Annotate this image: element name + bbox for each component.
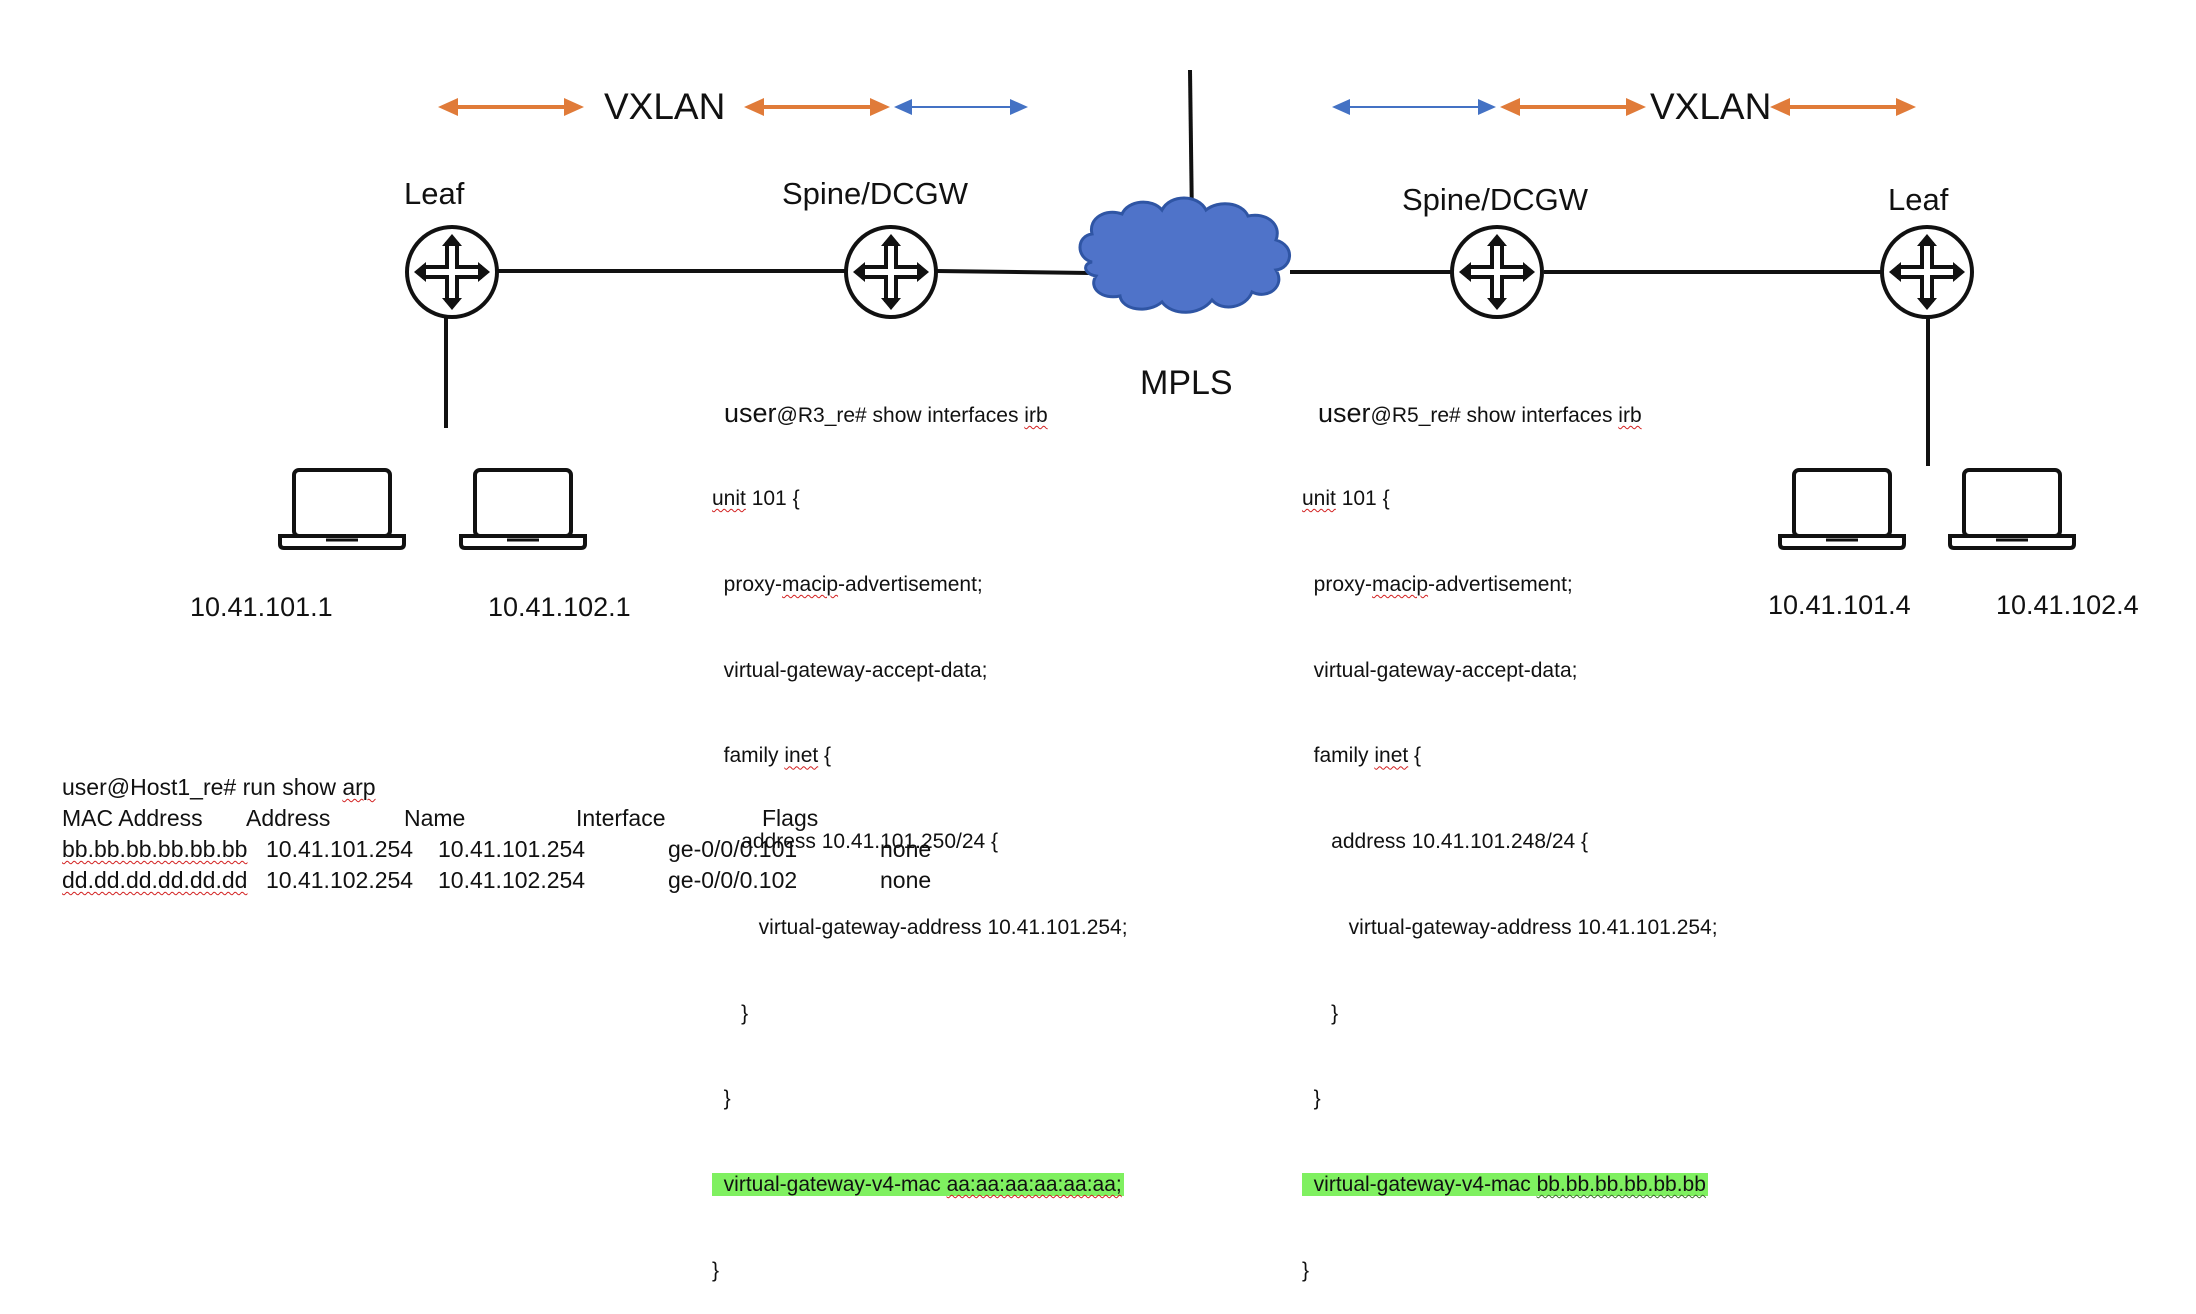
config-line: -advertisement;	[838, 572, 983, 596]
cli-command-irb: irb	[1618, 404, 1642, 428]
host-ip: 10.41.102.1	[488, 592, 631, 622]
host-ip: 10.41.101.1	[190, 592, 333, 622]
vxlan-label-right: VXLAN	[1650, 86, 1772, 127]
arp-cell-mac: bb.bb.bb.bb.bb.bb	[62, 836, 248, 862]
config-line: virtual-gateway-accept-data;	[1302, 658, 1578, 682]
mpls-label: MPLS	[1140, 364, 1233, 402]
config-line: address 10.41.101.248/24 {	[1302, 830, 1589, 854]
config-unit-keyword: unit	[712, 486, 746, 510]
spine-label-left: Spine/DCGW	[782, 176, 969, 211]
links	[444, 69, 1930, 466]
arp-cell-address: 10.41.102.254	[266, 867, 414, 893]
vxlan-label-left: VXLAN	[604, 86, 726, 127]
spine-label-right: Spine/DCGW	[1402, 182, 1589, 217]
arp-header: Name	[404, 805, 466, 831]
config-line: }	[1302, 1001, 1339, 1025]
config-line: proxy-	[712, 572, 783, 596]
arp-cell-address: 10.41.101.254	[266, 836, 414, 862]
config-word-inet: inet	[784, 744, 819, 768]
cli-prompt: @R5_re# show interfaces	[1370, 404, 1619, 428]
config-line: }	[712, 1001, 749, 1025]
router-icon	[405, 225, 499, 319]
config-word-macip: macip	[1372, 572, 1429, 596]
arp-output: user@Host1_re# run show arp MAC Address …	[62, 772, 931, 896]
laptop-icon	[1948, 468, 2076, 550]
host-ip: 10.41.102.4	[1996, 590, 2139, 620]
config-line: {	[1408, 744, 1422, 768]
config-line: virtual-gateway-address 10.41.101.254;	[712, 915, 1128, 939]
host-ip: 10.41.101.4	[1768, 590, 1911, 620]
laptop-icon	[1778, 468, 1906, 550]
arp-cell-mac: dd.dd.dd.dd.dd.dd	[62, 867, 248, 893]
arp-cell-name: 10.41.101.254	[438, 836, 586, 862]
cli-command-irb: irb	[1024, 404, 1048, 428]
arp-cell-name: 10.41.102.254	[438, 867, 586, 893]
config-line: {	[818, 744, 832, 768]
config-highlight-mac-line: virtual-gateway-v4-mac aa:aa:aa:aa:aa:aa…	[712, 1173, 1124, 1197]
double-arrow-icon	[894, 99, 1028, 115]
cloud-icon	[1078, 196, 1291, 314]
leaf-label-left: Leaf	[404, 176, 465, 211]
arp-cell-interface: ge-0/0/0.101	[668, 836, 798, 862]
config-line: }	[712, 1087, 731, 1111]
network-diagram	[278, 69, 2076, 550]
arp-row: dd.dd.dd.dd.dd.dd 10.41.102.254 10.41.10…	[62, 865, 931, 896]
arp-row: bb.bb.bb.bb.bb.bb 10.41.101.254 10.41.10…	[62, 834, 931, 865]
config-line: family	[712, 744, 785, 768]
double-arrow-icon	[1770, 98, 1916, 116]
config-word-inet: inet	[1374, 744, 1409, 768]
config-unit-number: 101 {	[1335, 486, 1390, 510]
config-line: virtual-gateway-accept-data;	[712, 658, 988, 682]
arp-header: MAC Address	[62, 805, 203, 831]
arp-cell-flags: none	[880, 867, 932, 893]
config-line: }	[712, 1259, 720, 1282]
double-arrow-icon	[1332, 99, 1496, 115]
config-line: family	[1302, 744, 1375, 768]
router-icon	[1880, 225, 1974, 319]
config-line: proxy-	[1302, 572, 1373, 596]
config-line: }	[1302, 1259, 1310, 1282]
router-icon	[844, 225, 938, 319]
config-line: }	[1302, 1087, 1321, 1111]
laptop-icon	[459, 468, 587, 550]
config-line: virtual-gateway-address 10.41.101.254;	[1302, 915, 1718, 939]
leaf-label-right: Leaf	[1888, 182, 1949, 217]
arp-cell-interface: ge-0/0/0.102	[668, 867, 798, 893]
laptop-icon	[278, 468, 406, 550]
arp-command: arp	[342, 774, 376, 800]
config-mac-keyword: virtual-gateway-v4-mac	[712, 1173, 947, 1197]
double-arrow-icon	[744, 98, 890, 116]
cli-user: user	[1318, 398, 1371, 429]
arp-cell-flags: none	[880, 836, 932, 862]
arp-header: Address	[246, 805, 331, 831]
arp-header-row: MAC Address Address Name Interface Flags	[62, 803, 818, 834]
double-arrow-icon	[1500, 98, 1646, 116]
config-block-r5: user@R5_re# show interfaces irb unit 101…	[1302, 342, 1718, 1314]
config-line: address 10.41.101.250/24 {	[712, 830, 999, 854]
config-word-macip: macip	[782, 572, 839, 596]
config-line: -advertisement;	[1428, 572, 1573, 596]
config-mac-value: bb.bb.bb.bb.bb.bb	[1536, 1173, 1706, 1197]
cli-prompt: @R3_re# show interfaces	[776, 404, 1025, 428]
config-unit-number: 101 {	[745, 486, 800, 510]
arp-header: Flags	[762, 805, 819, 831]
config-highlight-mac-line: virtual-gateway-v4-mac bb.bb.bb.bb.bb.bb	[1302, 1173, 1708, 1197]
config-mac-keyword: virtual-gateway-v4-mac	[1302, 1173, 1537, 1197]
router-icon	[1450, 225, 1544, 319]
config-unit-keyword: unit	[1302, 486, 1336, 510]
double-arrow-icon	[438, 98, 584, 116]
cli-user: user	[724, 398, 777, 429]
arp-header: Interface	[576, 805, 666, 831]
config-mac-value: aa:aa:aa:aa:aa:aa;	[946, 1173, 1122, 1197]
arp-prompt: user@Host1_re# run show	[62, 774, 343, 800]
